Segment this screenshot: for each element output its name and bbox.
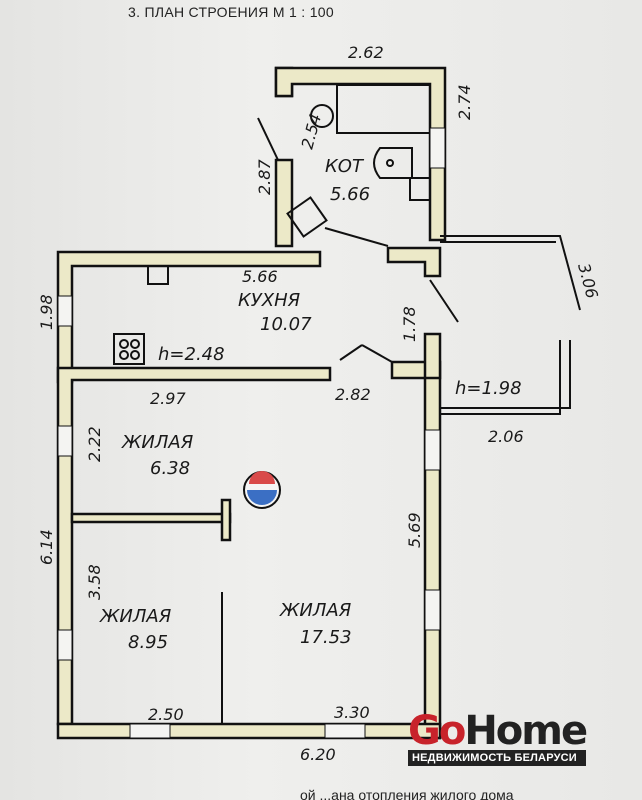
door-swing — [324, 227, 389, 247]
dim-bottom-right: 3.30 — [334, 703, 370, 722]
veranda-bottom — [440, 340, 571, 415]
dim-house-right: 5.69 — [405, 512, 424, 548]
veranda-height: h=1.98 — [455, 378, 522, 399]
room-area-kitchen: 10.07 — [260, 314, 312, 335]
room-partition — [70, 512, 232, 524]
burner-icon — [130, 339, 140, 349]
dim-boiler-right: 2.74 — [455, 84, 474, 120]
plan-title: 3. ПЛАН СТРОЕНИЯ М 1 : 100 — [128, 4, 334, 20]
bottom-wall — [56, 722, 442, 740]
door-swing — [339, 344, 363, 361]
chimney-fill — [247, 490, 277, 505]
burner-icon — [119, 350, 129, 360]
room-area-living2: 8.95 — [128, 632, 168, 653]
windows — [57, 127, 446, 739]
room-name-living1: ЖИЛАЯ — [121, 432, 194, 453]
cooktop-icon — [113, 333, 145, 365]
dim-veranda-right: 3.06 — [574, 261, 602, 300]
dim-boiler-left: 2.87 — [255, 159, 274, 195]
tank-icon — [310, 104, 334, 128]
dim-bottom-left: 2.50 — [148, 705, 184, 724]
kitchen-height: h=2.48 — [158, 344, 225, 365]
footer-caption: ой ...ана отопления жилого дома — [300, 787, 514, 800]
logo-home: Home — [464, 708, 588, 754]
dim-room1-top: 2.97 — [150, 389, 186, 408]
room-area-boiler: 5.66 — [330, 184, 370, 205]
logo-go: Go — [408, 708, 466, 754]
room-name-kitchen: КУХНЯ — [238, 290, 301, 311]
room-partition — [220, 498, 232, 542]
boiler-inner-left-wall — [274, 158, 294, 248]
dim-house-left: 6.14 — [37, 529, 56, 565]
dim-house-bottom: 6.20 — [300, 745, 336, 764]
corridor-wall — [386, 246, 442, 278]
room-area-living1: 6.38 — [150, 458, 190, 479]
dim-kitchen-width: 5.66 — [242, 267, 278, 286]
sink-icon — [373, 147, 413, 179]
room-area-living3: 17.53 — [300, 627, 352, 648]
heater-icon — [409, 177, 431, 201]
door-swing — [361, 344, 393, 363]
burner-icon — [119, 339, 129, 349]
middle-right-wall — [390, 360, 442, 740]
dim-corridor: 1.78 — [400, 306, 419, 342]
dim-room1-left: 2.22 — [85, 426, 104, 462]
stove-icon — [286, 196, 328, 238]
middle-wall — [56, 366, 332, 726]
dim-kitchen-left: 1.98 — [37, 294, 56, 330]
boiler-top-wall — [274, 66, 447, 242]
dim-boiler-top: 2.62 — [348, 43, 384, 62]
dim-room-top-right: 2.82 — [335, 385, 371, 404]
sink-kitchen-icon — [147, 266, 169, 285]
chimney-fill — [249, 471, 275, 484]
logo-tagline: НЕДВИЖИМОСТЬ БЕЛАРУСИ — [408, 750, 587, 766]
gohome-logo: GoHome НЕДВИЖИМОСТЬ БЕЛАРУСИ — [408, 708, 588, 766]
drain-icon — [386, 159, 394, 167]
kitchen-right-wall — [423, 332, 442, 380]
room-name-living3: ЖИЛАЯ — [279, 600, 352, 621]
room-name-living2: ЖИЛАЯ — [99, 606, 172, 627]
boiler-unit — [336, 84, 431, 134]
door-swing — [257, 117, 279, 161]
veranda-top — [440, 235, 581, 311]
door-swing — [429, 279, 459, 323]
dim-boiler-inner: 2.54 — [298, 112, 326, 151]
room-name-boiler: КОТ — [325, 156, 365, 177]
dim-veranda-bottom: 2.06 — [488, 427, 524, 446]
burner-icon — [130, 350, 140, 360]
dim-room2-left: 3.58 — [85, 564, 104, 600]
